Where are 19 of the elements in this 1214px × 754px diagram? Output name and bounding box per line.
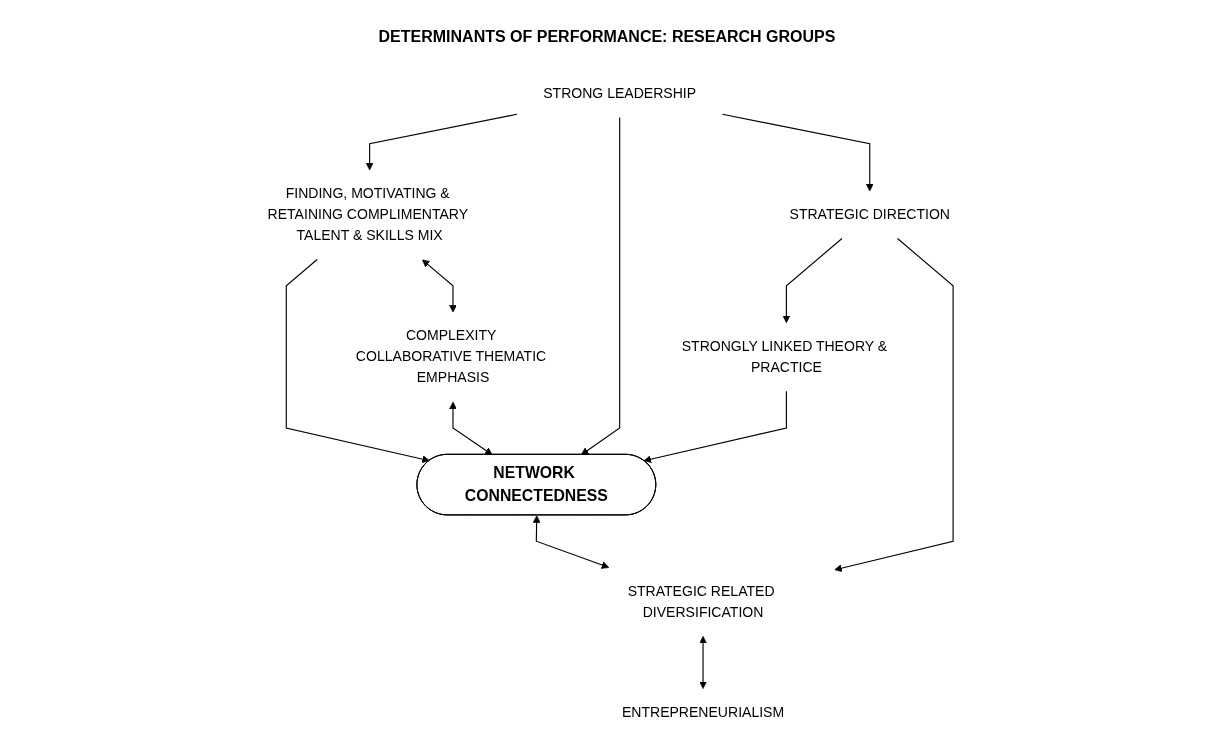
- arrow: [782, 237, 843, 324]
- arrow: [721, 113, 874, 192]
- node-text: STRONG LEADERSHIP: [543, 85, 696, 101]
- node-text: STRATEGIC DIRECTION: [789, 206, 950, 222]
- arrow: [421, 259, 457, 313]
- arrow: [532, 515, 609, 569]
- diagram-title: DETERMINANTS OF PERFORMANCE: RESEARCH GROUPS: [377, 27, 837, 47]
- arrow: [365, 113, 518, 171]
- node-text: STRONGLY LINKED THEORY & PRACTICE: [681, 338, 888, 375]
- node-text: STRATEGIC RELATED DIVERSIFICATION: [627, 583, 775, 620]
- arrow: [699, 635, 707, 689]
- node-text: ENTREPRENEURIALISM: [621, 704, 785, 720]
- arrow: [285, 258, 430, 463]
- arrow: [834, 237, 954, 572]
- arrow: [580, 116, 621, 456]
- arrow: [643, 390, 787, 463]
- node-text: FINDING, MOTIVATING & RETAINING COMPLIMENTARY TALENT & SKILLS MIX: [267, 185, 468, 243]
- node-text: COMPLEXITY COLLABORATIVE THEMATIC EMPHASIS: [355, 327, 547, 386]
- arrow: [448, 401, 493, 456]
